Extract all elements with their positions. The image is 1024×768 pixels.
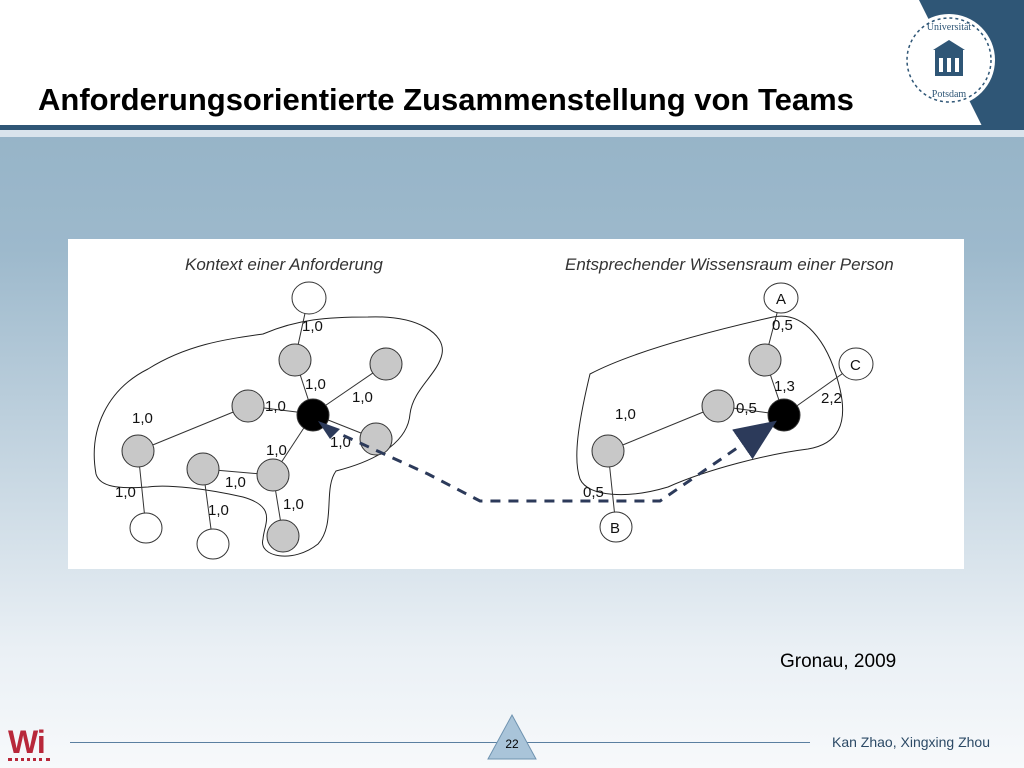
slide-title: Anforderungsorientierte Zusammenstellung… [38, 82, 854, 117]
page-badge [487, 713, 537, 760]
svg-text:Potsdam: Potsdam [932, 89, 967, 100]
source-reference: Gronau, 2009 [780, 651, 897, 672]
edge-weight-label: 1,0 [265, 398, 286, 415]
knowledge-node-b [599, 511, 633, 543]
node-label-c: C [850, 357, 861, 374]
edge-weight-label: 1,0 [330, 434, 351, 451]
edge-weight-label: 1,3 [774, 378, 795, 395]
authors: Kan Zhao, Xingxing Zhou [832, 734, 990, 750]
mapping-arrow-tail-head [318, 421, 340, 439]
edge-weight-label: 0,5 [736, 400, 757, 417]
edge-weight-label: 1,0 [225, 474, 246, 491]
edge-weight-label: 1,0 [615, 406, 636, 423]
context-node [231, 389, 265, 423]
right-caption: Entsprechender Wissensraum einer Person [565, 255, 894, 274]
edge-weight-label: 1,0 [305, 376, 326, 393]
edge-weight-label: 0,5 [583, 484, 604, 501]
edge-weight-label: 1,0 [132, 410, 153, 427]
university-logo: Universität Potsdam [903, 0, 1024, 130]
edge-weight-label: 1,0 [115, 484, 136, 501]
page-number: 22 [505, 737, 519, 751]
knowledge-space-boundary [576, 315, 844, 495]
left-caption: Kontext einer Anforderung [185, 255, 383, 274]
wi-logo-underline [8, 758, 50, 764]
svg-text:Universität: Universität [927, 22, 972, 33]
edge-weight-label: 0,5 [772, 317, 793, 334]
knowledge-node [701, 389, 735, 423]
knowledge-node [591, 434, 625, 468]
header-rule [0, 125, 1024, 137]
context-node [369, 347, 403, 381]
knowledge-node-c [838, 347, 874, 381]
knowledge-node [748, 343, 782, 377]
edge-weight-label: 1,0 [208, 502, 229, 519]
context-node [359, 422, 393, 456]
context-node [121, 434, 155, 468]
context-node-outer [129, 512, 163, 544]
edge-weight-label: 1,0 [352, 389, 373, 406]
wi-logo: Wi [8, 724, 46, 760]
context-node [256, 458, 290, 492]
edge-weight-label: 2,2 [821, 390, 842, 407]
edge-weight-label: 1,0 [266, 442, 287, 459]
node-label-a: A [776, 291, 786, 308]
context-node [186, 452, 220, 486]
context-boundary [93, 316, 443, 557]
person-node [767, 398, 801, 432]
context-node-top [291, 281, 327, 315]
edge-weight-label: 1,0 [302, 318, 323, 335]
footer-divider [70, 742, 810, 743]
edge-weight-label: 1,0 [283, 496, 304, 513]
node-label-b: B [610, 520, 620, 537]
knowledge-graph-figure: Kontext einer Anforderung Entsprechender… [68, 239, 964, 569]
context-node [278, 343, 312, 377]
knowledge-node-a [763, 282, 799, 314]
mapping-arrow [326, 420, 777, 503]
context-node [266, 519, 300, 553]
slide-header [0, 0, 1024, 128]
graph-diagram: Kontext einer Anforderung Entsprechender… [93, 255, 894, 560]
context-node-outer [196, 528, 230, 560]
